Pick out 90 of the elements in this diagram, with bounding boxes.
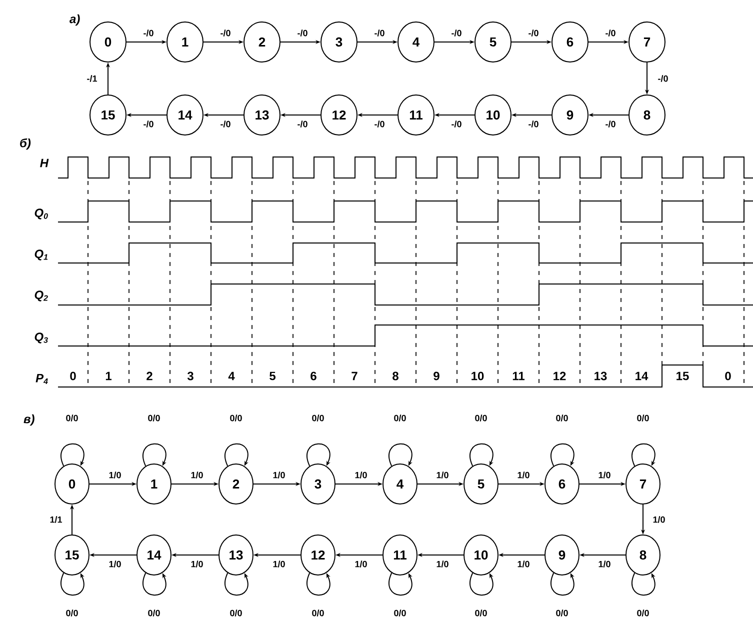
edge-label: 1/0 <box>190 471 204 479</box>
signal-label: H <box>40 158 49 168</box>
state-number: 10 <box>472 372 484 380</box>
edge-label: 1/0 <box>272 471 286 479</box>
edge-label: 0/0 <box>393 414 407 422</box>
edge-label: -/0 <box>296 29 308 37</box>
state-number: 6 <box>310 372 316 380</box>
edge-label: 1/0 <box>354 471 368 479</box>
edge-label: 0/0 <box>393 609 407 617</box>
state-number: 1 <box>106 372 112 380</box>
arrow <box>224 443 248 466</box>
edge-label: -/0 <box>528 120 540 128</box>
arrow <box>632 572 656 596</box>
state-number: 0 <box>70 372 76 380</box>
edge-label: 0/0 <box>229 414 243 422</box>
arrow <box>388 572 412 596</box>
signal-label: Q$_{3}$ <box>34 332 48 344</box>
edge-label: 1/0 <box>516 560 530 568</box>
arrow <box>60 572 84 596</box>
edge-label: 0/0 <box>474 414 488 422</box>
arrow <box>550 572 574 596</box>
edge-label: 0/0 <box>65 414 79 422</box>
state-number: 7 <box>352 372 358 380</box>
arrow <box>550 443 574 466</box>
edge-label: -/0 <box>374 29 386 37</box>
edge-label: 0/0 <box>147 609 161 617</box>
state-number: 8 <box>392 372 398 380</box>
state-number: 2 <box>146 372 152 380</box>
edge-label: 0/0 <box>147 414 161 422</box>
edge-label: 1/0 <box>272 560 286 568</box>
state-number: 9 <box>434 372 440 380</box>
edge-label: 1/0 <box>652 516 666 524</box>
signal-label: Q$_{2}$ <box>34 290 48 302</box>
edge-label: -/0 <box>657 74 669 82</box>
edge-label: 0/0 <box>311 414 325 422</box>
edge-label: -/0 <box>450 120 462 128</box>
edge-label: -/0 <box>220 29 232 37</box>
edge-label: -/0 <box>374 120 386 128</box>
arrow <box>306 572 330 596</box>
edge-label: 1/0 <box>436 560 450 568</box>
edge-label: -/0 <box>528 29 540 37</box>
signal-label: P$_{4}$ <box>36 374 48 384</box>
edge-label: 0/0 <box>555 414 569 422</box>
edge-label: 1/1 <box>49 516 63 524</box>
state-number: 0 <box>725 372 731 380</box>
edge-label: -/0 <box>220 120 232 128</box>
edge-label: 0/0 <box>636 609 650 617</box>
panel-label: б) <box>20 138 31 150</box>
panel-label: в) <box>24 414 34 426</box>
state-number: 11 <box>512 372 524 380</box>
arrow <box>142 572 166 596</box>
edge-label: 1/0 <box>516 471 530 479</box>
edge-label: 0/0 <box>311 609 325 617</box>
edge-label: -/0 <box>142 29 154 37</box>
signal-label: Q$_{0}$ <box>34 208 48 220</box>
edge-label: 0/0 <box>636 414 650 422</box>
panel-label: а) <box>70 14 80 26</box>
arrow <box>632 443 656 466</box>
arrow <box>142 443 166 466</box>
edge-label: 1/0 <box>354 560 368 568</box>
signal-label: Q$_{1}$ <box>34 250 48 260</box>
state-number: 5 <box>270 372 276 380</box>
state-number: 4 <box>228 372 235 380</box>
arrow <box>224 572 248 596</box>
edge-label: 1/0 <box>108 471 122 479</box>
edge-label: -/1 <box>86 74 98 82</box>
edge-label: 1/0 <box>598 560 612 568</box>
edge-label: 1/0 <box>108 560 122 568</box>
edge-label: 0/0 <box>65 609 79 617</box>
state-number: 13 <box>594 372 607 380</box>
arrow <box>470 443 494 466</box>
edge-label: -/0 <box>296 120 308 128</box>
state-number: 3 <box>187 372 194 380</box>
state-number: 15 <box>676 372 689 380</box>
edge-label: 1/0 <box>598 471 612 479</box>
state-number: 12 <box>554 372 566 380</box>
edge-label: -/0 <box>604 120 616 128</box>
edge-label: 1/0 <box>190 560 204 568</box>
edge-label: 0/0 <box>474 609 488 617</box>
edge-label: 1/0 <box>436 471 450 479</box>
edge-label: -/0 <box>604 29 616 37</box>
edge-label: 0/0 <box>555 609 569 617</box>
edge-label: 0/0 <box>229 609 243 617</box>
arrow <box>60 443 84 466</box>
arrow <box>470 572 494 596</box>
edge-label: -/0 <box>142 120 154 128</box>
arrow <box>306 443 330 466</box>
arrow <box>388 443 412 466</box>
state-number: 14 <box>636 372 648 380</box>
edge-label: -/0 <box>450 29 462 37</box>
